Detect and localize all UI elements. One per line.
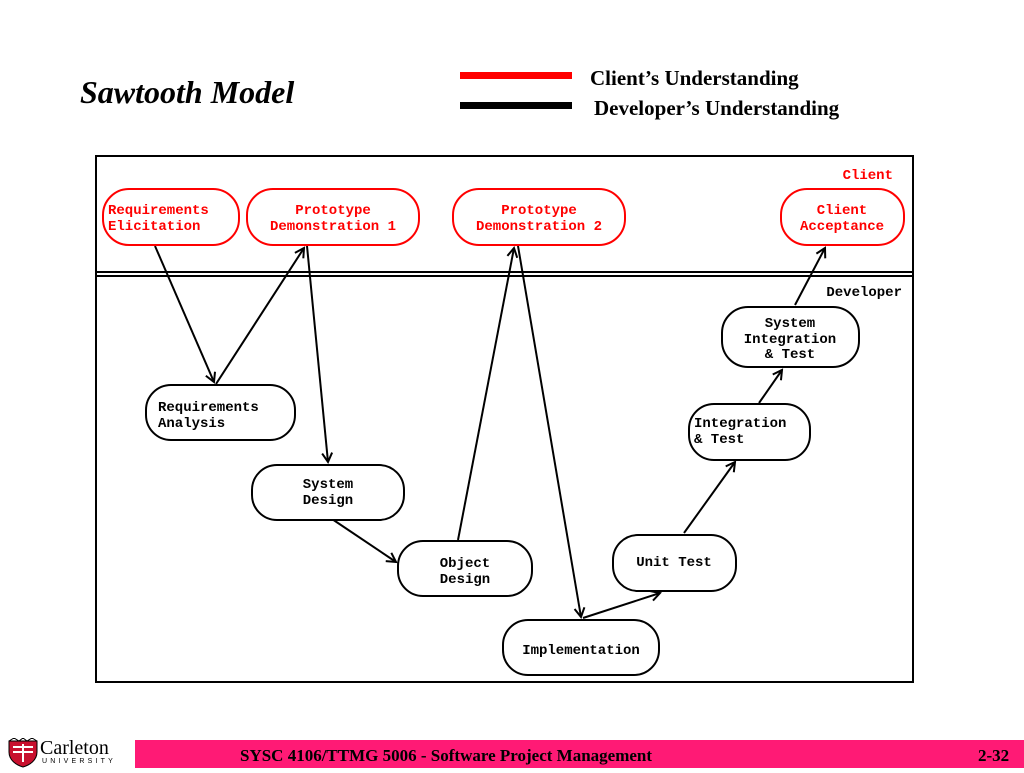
node-object-design: Object Design <box>397 540 533 597</box>
carleton-logo <box>6 737 130 768</box>
legend-developer-line <box>460 102 572 109</box>
svg-text:Integration: Integration <box>744 332 836 348</box>
svg-text:Requirements: Requirements <box>108 203 209 219</box>
arrow-prototype2-to-implementation <box>517 245 581 617</box>
node-integration-test: Integration & Test <box>688 403 811 461</box>
node-requirements-analysis: Requirements Analysis <box>145 384 296 441</box>
node-unit-test: Unit Test <box>612 534 737 592</box>
developer-lane-label: Developer <box>826 285 902 301</box>
svg-text:Client: Client <box>817 203 867 219</box>
svg-text:Prototype: Prototype <box>501 203 577 219</box>
svg-text:Implementation: Implementation <box>522 643 640 659</box>
node-prototype-demonstration-1: Prototype Demonstration 1 <box>246 188 420 246</box>
node-client-acceptance: Client Acceptance <box>780 188 905 246</box>
slide-title: Sawtooth Model <box>80 74 295 110</box>
arrow-analysis-to-prototype1 <box>215 248 304 385</box>
svg-text:& Test: & Test <box>765 347 815 363</box>
arrow-elicitation-to-analysis <box>154 245 214 382</box>
arrow-unit-test-to-integration-test <box>683 462 735 534</box>
svg-text:Analysis: Analysis <box>158 416 225 432</box>
legend-client-label: Client’s Understanding <box>590 66 799 90</box>
svg-text:Unit Test: Unit Test <box>636 555 712 571</box>
legend-client-line <box>460 72 572 79</box>
svg-text:Demonstration 2: Demonstration 2 <box>476 219 602 235</box>
svg-text:System: System <box>303 477 353 493</box>
crest-icon <box>8 737 38 768</box>
logo-wordmark: Carleton <box>40 737 109 759</box>
svg-text:Object: Object <box>440 556 490 572</box>
node-implementation: Implementation <box>502 619 660 676</box>
arrow-implementation-to-unit-test <box>582 593 660 619</box>
svg-text:System: System <box>765 316 815 332</box>
arrow-system-integration-to-acceptance <box>794 248 825 306</box>
logo-subtitle: UNIVERSITY <box>42 758 117 765</box>
legend-developer-label: Developer’s Understanding <box>594 96 840 120</box>
node-requirements-elicitation: Requirements Elicitation <box>102 188 240 246</box>
svg-text:Acceptance: Acceptance <box>800 219 884 235</box>
svg-text:Design: Design <box>440 572 490 588</box>
sawtooth-diagram: Client Developer Requirements Elicitatio… <box>95 155 914 683</box>
page-number: 2-32 <box>978 746 1010 765</box>
svg-text:Elicitation: Elicitation <box>108 219 200 235</box>
svg-text:Prototype: Prototype <box>295 203 371 219</box>
diagram-frame <box>95 155 914 683</box>
svg-text:& Test: & Test <box>694 432 744 448</box>
arrow-integration-test-to-system-integration <box>758 370 782 404</box>
svg-text:Requirements: Requirements <box>158 400 259 416</box>
node-prototype-demonstration-2: Prototype Demonstration 2 <box>452 188 626 246</box>
svg-text:Demonstration 1: Demonstration 1 <box>270 219 396 235</box>
footer-course-title: SYSC 4106/TTMG 5006 - Software Project M… <box>240 746 653 765</box>
node-system-design: System Design <box>251 464 405 521</box>
arrow-prototype1-to-system-design <box>306 245 328 462</box>
footer-bar <box>135 740 1024 768</box>
client-lane-label: Client <box>843 168 893 184</box>
svg-text:Design: Design <box>303 493 353 509</box>
svg-text:Integration: Integration <box>694 416 786 432</box>
arrow-object-design-to-prototype2 <box>457 248 514 541</box>
node-system-integration-test: System Integration & Test <box>721 306 860 368</box>
arrow-system-design-to-object-design <box>331 518 396 562</box>
